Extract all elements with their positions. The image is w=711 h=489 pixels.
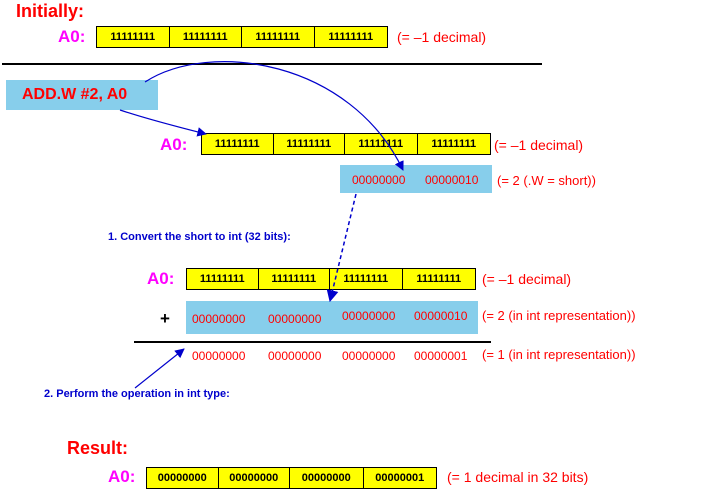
- register-label-second: A0:: [160, 135, 188, 154]
- arrow-perform-to-sum: [134, 348, 185, 389]
- int-operand-bits-0: 00000000: [192, 312, 246, 326]
- sum-bits-0: 00000000: [192, 349, 246, 363]
- sum-divider: [134, 341, 491, 343]
- addition-value-note: (= –1 decimal): [482, 271, 572, 287]
- register-cell: 11111111: [170, 27, 242, 47]
- result-value-note: (= 1 decimal in 32 bits): [447, 469, 589, 485]
- register-result: 00000000 00000000 00000000 00000001: [146, 467, 437, 489]
- short-operand-bits-1: 00000010: [425, 173, 479, 187]
- register-cell: 00000000: [219, 468, 290, 488]
- int-operand-bits-2: 00000000: [342, 309, 396, 323]
- register-cell: 11111111: [345, 134, 418, 154]
- register-cell: 00000001: [375, 472, 425, 484]
- second-value-note: (= –1 decimal): [494, 137, 584, 153]
- register-second: 11111111 11111111 11111111 11111111: [201, 133, 491, 155]
- sum-bits-3: 00000001: [414, 349, 468, 363]
- arrow-instruction-to-operand: [144, 61, 404, 171]
- register-cell: 11111111: [416, 273, 462, 285]
- short-operand-box: [340, 165, 492, 193]
- convert-step-note: 1. Convert the short to int (32 bits):: [108, 231, 291, 243]
- sum-note: (= 1 (in int representation)): [482, 347, 636, 362]
- arrow-convert-dashed: [326, 193, 357, 303]
- register-addition: 11111111 11111111 11111111 11111111: [186, 268, 476, 290]
- register-cell: 00000000: [290, 468, 364, 488]
- register-cell: 11111111: [259, 269, 330, 289]
- divider-top: [2, 63, 542, 65]
- instruction-box: [6, 80, 158, 110]
- arrow-instruction-to-register: [119, 109, 207, 137]
- int-operand-box: [186, 301, 478, 334]
- sum-bits-1: 00000000: [268, 349, 322, 363]
- register-cell: 11111111: [330, 269, 403, 289]
- register-cell: 11111111: [242, 27, 315, 47]
- plus-sign: +: [160, 309, 170, 328]
- int-operand-bits-3: 00000010: [414, 309, 468, 323]
- register-cell: 11111111: [328, 31, 374, 43]
- initial-value-note: (= –1 decimal): [397, 29, 487, 45]
- sum-bits-2: 00000000: [342, 349, 396, 363]
- register-cell: 00000000: [147, 468, 219, 488]
- short-operand-bits-0: 00000000: [352, 173, 406, 187]
- register-initial: 11111111 11111111 11111111 11111111: [96, 26, 388, 48]
- register-label-initial: A0:: [58, 27, 86, 46]
- instruction-text: ADD.W #2, A0: [22, 86, 128, 103]
- register-cell: 11111111: [97, 27, 170, 47]
- perform-step-note: 2. Perform the operation in int type:: [44, 388, 230, 400]
- register-cell: 11111111: [187, 269, 259, 289]
- register-label-result: A0:: [108, 467, 136, 486]
- int-operand-note: (= 2 (in int representation)): [482, 308, 636, 323]
- register-cell: 11111111: [431, 138, 477, 150]
- register-cell: 11111111: [274, 134, 345, 154]
- register-cell: 11111111: [202, 134, 274, 154]
- initially-heading: Initially:: [16, 1, 85, 21]
- result-heading: Result:: [67, 438, 129, 458]
- int-operand-bits-1: 00000000: [268, 312, 322, 326]
- short-operand-note: (= 2 (.W = short)): [497, 173, 596, 188]
- register-label-addition: A0:: [147, 269, 175, 288]
